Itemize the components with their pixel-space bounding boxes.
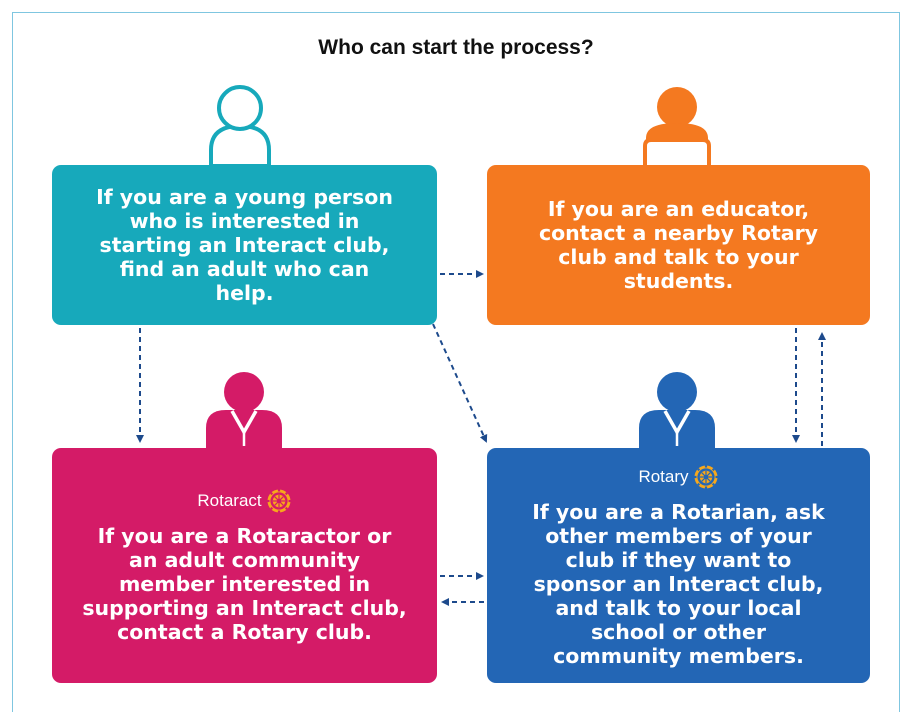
rotaract-logo: Rotaract	[197, 488, 291, 514]
teacher-at-desk-icon	[643, 87, 711, 166]
rotary-wheel-icon	[694, 465, 718, 488]
rotary-logo-label: Rotary	[638, 466, 689, 486]
young-person-box: If you are a young person who is interes…	[52, 165, 437, 325]
person-outline-icon	[209, 85, 271, 168]
rotary-logo: Rotary	[638, 464, 718, 490]
person-with-lanyard-icon	[206, 372, 282, 449]
person-with-lanyard-icon	[639, 372, 715, 449]
educator-text: If you are an educator, contact a nearby…	[538, 197, 819, 293]
diagram-frame	[12, 12, 900, 712]
rotary-wheel-icon	[267, 489, 291, 512]
arrow-young-to-rotarian	[432, 323, 488, 443]
rotarian-text: If you are a Rotarian, ask other members…	[532, 499, 825, 668]
rotaractor-text: If you are a Rotaractor or an adult comm…	[82, 523, 407, 644]
diagram-title: Who can start the process?	[318, 36, 594, 59]
rotaract-logo-label: Rotaract	[197, 490, 262, 510]
rotarian-box: Rotary If you are a R	[487, 448, 870, 683]
rotaractor-box: Rotaract	[52, 448, 437, 683]
young-person-text: If you are a young person who is interes…	[96, 185, 393, 305]
educator-box: If you are an educator, contact a nearby…	[487, 165, 870, 325]
